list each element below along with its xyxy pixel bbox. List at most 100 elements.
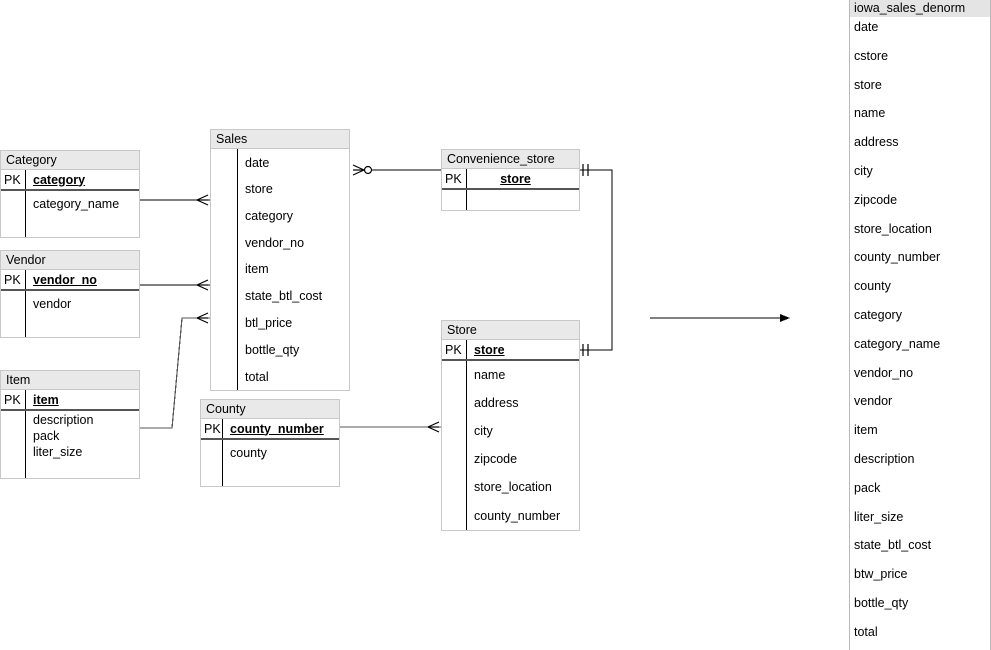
attribute-name: description (33, 412, 94, 427)
attribute-name: state_btl_cost (245, 288, 323, 303)
attribute-row[interactable]: city (442, 417, 579, 445)
pk-marker: PK (445, 171, 462, 186)
denorm-column-item[interactable]: liter_size (854, 509, 904, 524)
denorm-column-item[interactable]: vendor (854, 394, 893, 409)
attribute-row[interactable]: category_name (1, 191, 139, 217)
attribute-row[interactable]: bottle_qty (211, 336, 349, 363)
attribute-name: item (33, 392, 59, 407)
attribute-name: btl_price (245, 315, 293, 330)
attribute-name: bottle_qty (245, 342, 300, 357)
spacer-row (1, 317, 139, 337)
denorm-column-item[interactable]: zipcode (854, 192, 898, 207)
pk-divider (25, 170, 26, 237)
denorm-column-item[interactable]: category (854, 307, 902, 322)
attribute-name: store_location (474, 480, 552, 494)
attribute-name: store (500, 171, 531, 186)
attribute-name: liter_size (33, 445, 83, 459)
denorm-column-item[interactable]: pack (854, 480, 881, 495)
attribute-name: vendor_no (245, 235, 305, 250)
spacer-row (1, 460, 139, 478)
denorm-column-item[interactable]: store_location (854, 221, 932, 236)
denorm-column-item[interactable]: total (854, 624, 878, 639)
denorm-column-item[interactable]: vendor_no (854, 365, 914, 380)
denorm-column-item[interactable]: description (854, 451, 915, 466)
attribute-row[interactable]: state_btl_cost (211, 282, 349, 309)
attribute-row[interactable]: county_number (442, 501, 579, 530)
denorm-column-list: date cstore store name address city zipcode sto… (850, 17, 990, 650)
entity-title-item: Item (1, 371, 139, 390)
tick-store-one (582, 344, 589, 356)
attribute-row[interactable]: pack (1, 428, 139, 444)
pk-divider (25, 390, 26, 478)
primary-key-row[interactable]: PK store (442, 169, 579, 190)
attribute-name: date (245, 155, 270, 170)
denorm-column-item[interactable]: category_name (854, 336, 941, 351)
denorm-column-item[interactable]: address (854, 135, 899, 150)
entity-title-sales: Sales (211, 130, 349, 149)
attribute-row[interactable]: name (442, 361, 579, 388)
denorm-column-item[interactable]: bottle_qty (854, 595, 909, 610)
attribute-name: city (474, 424, 493, 438)
crowfoot-sales-vendor (196, 279, 209, 291)
denorm-column-item[interactable]: date (854, 20, 879, 34)
attribute-name: zipcode (474, 452, 518, 466)
denorm-column-item[interactable]: name (854, 106, 886, 121)
attribute-row[interactable]: total (211, 363, 349, 390)
attribute-row[interactable]: store (211, 176, 349, 202)
attribute-row[interactable]: description (1, 411, 139, 428)
attribute-name: category_name (33, 197, 120, 211)
attribute-name: vendor_no (33, 272, 97, 287)
denorm-column-item[interactable]: btw_price (854, 567, 908, 582)
pk-divider (237, 149, 238, 390)
denorm-column-item[interactable]: county_number (854, 250, 941, 265)
attribute-name: category (33, 172, 86, 187)
denorm-column-item[interactable]: cstore (854, 48, 889, 63)
entity-body-convenience_store: PK store (442, 169, 579, 210)
spacer-row (442, 190, 579, 210)
pk-divider (466, 340, 467, 530)
attribute-row[interactable]: date (211, 149, 349, 176)
line-convenience-store (580, 169, 613, 351)
attribute-name: county_number (474, 508, 561, 523)
attribute-row[interactable]: vendor_no (211, 229, 349, 256)
attribute-row[interactable]: address (442, 388, 579, 417)
attribute-row[interactable]: store_location (442, 473, 579, 501)
attribute-row[interactable]: county (201, 440, 339, 466)
attribute-row[interactable]: category (211, 202, 349, 229)
denorm-column-item[interactable]: item (854, 423, 878, 438)
pk-marker: PK (204, 421, 221, 436)
attribute-row[interactable]: vendor (1, 291, 139, 317)
denorm-column-item[interactable]: store (854, 77, 882, 92)
attribute-row[interactable]: item (211, 256, 349, 282)
attribute-name: county (230, 446, 267, 460)
crowfoot-sales-convenience (352, 164, 373, 176)
denorm-column-item[interactable]: city (854, 163, 873, 178)
denorm-column-item[interactable]: state_btl_cost (854, 538, 932, 553)
attribute-name: county_number (230, 421, 324, 436)
primary-key-row[interactable]: PK county_number (201, 419, 339, 440)
denorm-column-item[interactable]: county (854, 279, 891, 294)
attribute-row[interactable]: btl_price (211, 309, 349, 336)
spacer-row (201, 466, 339, 486)
attribute-row[interactable]: liter_size (1, 444, 139, 460)
attribute-row[interactable]: zipcode (442, 445, 579, 473)
attribute-name: total (245, 369, 269, 384)
entity-title-vendor: Vendor (1, 251, 139, 270)
